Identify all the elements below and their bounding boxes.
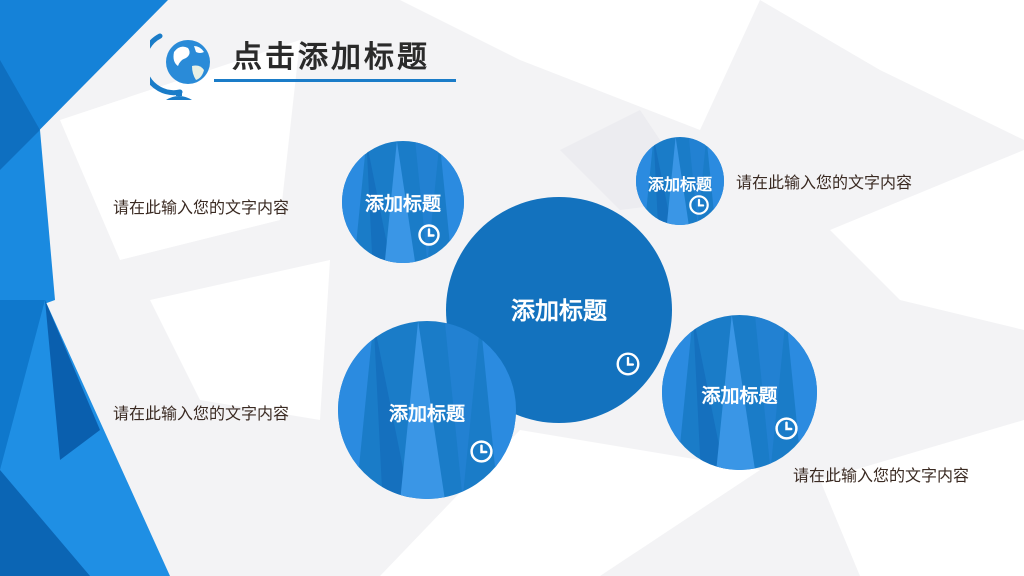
circle-pattern (636, 137, 724, 225)
topic-circle-4[interactable]: 添加标题 (662, 315, 817, 470)
circle-pattern (662, 315, 817, 470)
clock-icon (470, 440, 493, 463)
topic-title: 添加标题 (388, 403, 465, 425)
topic-description: 请在此输入您的文字内容 (736, 173, 913, 192)
clock-icon (689, 195, 709, 215)
clock-icon (616, 352, 640, 376)
topic-circle-1[interactable]: 添加标题 (342, 141, 464, 263)
topic-description: 请在此输入您的文字内容 (113, 198, 290, 217)
clock-icon (418, 224, 440, 246)
topic-description: 请在此输入您的文字内容 (113, 404, 290, 423)
topic-description: 请在此输入您的文字内容 (793, 466, 970, 485)
title-underline (214, 79, 456, 82)
topic-circle-3[interactable]: 添加标题 (338, 321, 516, 499)
center-topic-title: 添加标题 (511, 297, 607, 325)
topic-title: 添加标题 (647, 175, 712, 194)
topic-title: 添加标题 (364, 193, 441, 215)
topic-title: 添加标题 (701, 385, 778, 407)
topic-circle-2[interactable]: 添加标题 (636, 137, 724, 225)
circle-pattern (338, 321, 516, 499)
circle-pattern (342, 141, 464, 263)
globe-icon (150, 33, 210, 100)
page-title: 点击添加标题 (232, 40, 430, 75)
clock-icon (775, 417, 798, 440)
